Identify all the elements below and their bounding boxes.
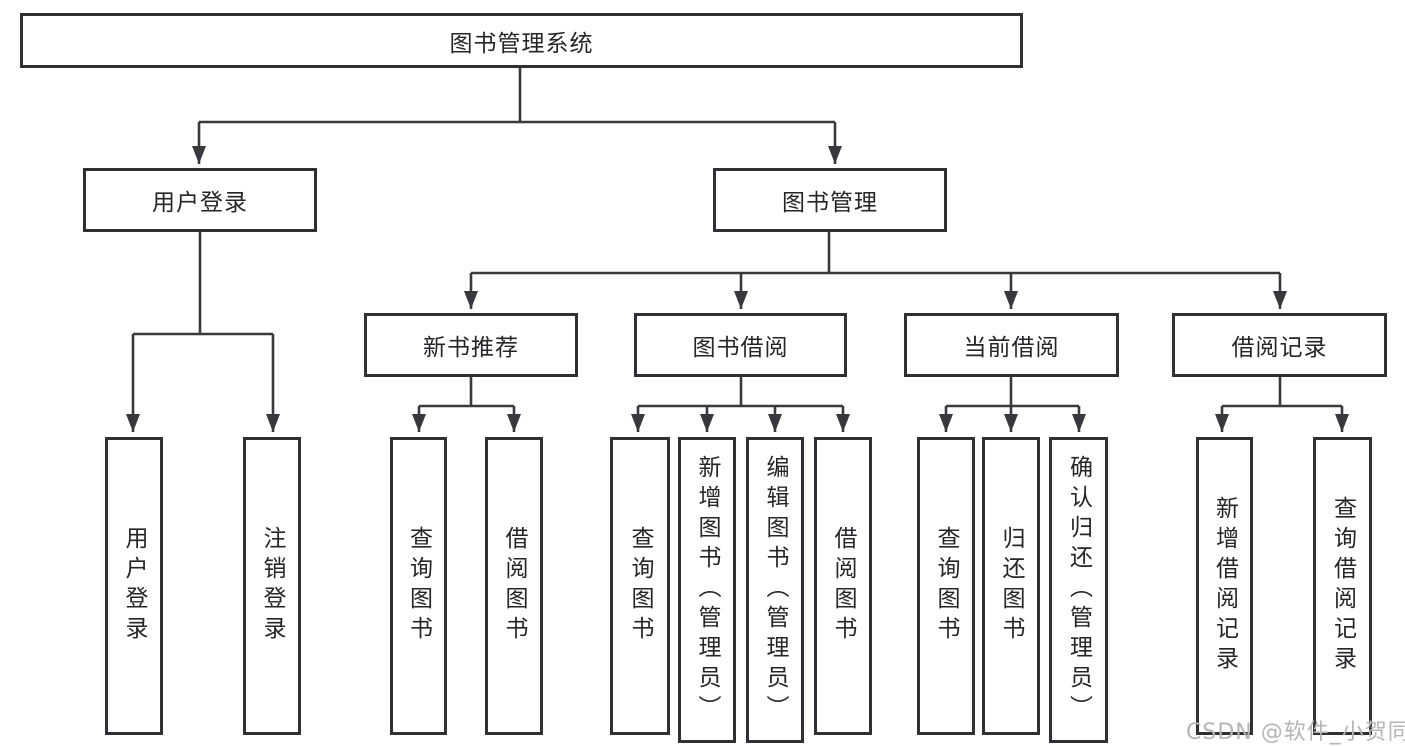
node-book-borrow: 图书借阅 bbox=[634, 313, 847, 377]
node-borrow-records: 借阅记录 bbox=[1172, 313, 1387, 377]
node-user-login: 用户登录 bbox=[83, 168, 317, 232]
leaf-borrow-books-2: 借阅图书 bbox=[814, 437, 872, 735]
leaf-add-books-admin: 新增图书（管理员） bbox=[678, 437, 736, 743]
leaf-label: 注销登录 bbox=[259, 526, 285, 646]
leaf-label: 查询图书 bbox=[627, 526, 653, 646]
tree-edges bbox=[126, 68, 1349, 432]
leaf-confirm-return-admin: 确认归还（管理员） bbox=[1049, 437, 1108, 743]
node-label: 当前借阅 bbox=[963, 335, 1060, 361]
node-label: 借阅记录 bbox=[1231, 335, 1328, 361]
node-new-book-recommend: 新书推荐 bbox=[364, 313, 578, 377]
node-book-management: 图书管理 bbox=[713, 168, 947, 232]
node-root-label: 图书管理系统 bbox=[449, 30, 594, 57]
watermark: CSDN @软件_小贺同学 bbox=[1186, 720, 1405, 745]
leaf-add-borrow-record: 新增借阅记录 bbox=[1196, 437, 1253, 735]
leaf-label: 用户登录 bbox=[121, 526, 147, 646]
leaf-label: 借阅图书 bbox=[501, 526, 527, 646]
leaf-label: 新增图书（管理员） bbox=[694, 455, 720, 725]
leaf-label: 编辑图书（管理员） bbox=[762, 455, 788, 725]
leaf-label: 查询图书 bbox=[933, 526, 959, 646]
leaf-label: 查询借阅记录 bbox=[1329, 496, 1356, 676]
leaf-query-books-1: 查询图书 bbox=[390, 437, 447, 735]
leaf-user-login: 用户登录 bbox=[105, 437, 163, 735]
leaf-query-books-2: 查询图书 bbox=[610, 437, 670, 735]
leaf-edit-books-admin: 编辑图书（管理员） bbox=[746, 437, 804, 743]
node-label: 图书管理 bbox=[782, 190, 878, 216]
leaf-logout: 注销登录 bbox=[243, 437, 301, 735]
leaf-label: 查询图书 bbox=[405, 526, 432, 646]
leaf-label: 新增借阅记录 bbox=[1211, 496, 1238, 676]
leaf-label: 归还图书 bbox=[998, 526, 1024, 646]
node-label: 用户登录 bbox=[152, 190, 248, 216]
node-root-system: 图书管理系统 bbox=[20, 13, 1023, 68]
node-label: 图书借阅 bbox=[692, 335, 789, 361]
leaf-query-borrow-record: 查询借阅记录 bbox=[1313, 437, 1372, 735]
leaf-label: 确认归还（管理员） bbox=[1065, 455, 1092, 725]
leaf-borrow-books-1: 借阅图书 bbox=[485, 437, 543, 735]
leaf-label: 借阅图书 bbox=[830, 526, 856, 646]
leaf-query-books-3: 查询图书 bbox=[917, 437, 975, 735]
node-current-borrow: 当前借阅 bbox=[904, 313, 1119, 377]
node-label: 新书推荐 bbox=[423, 335, 519, 361]
leaf-return-books: 归还图书 bbox=[982, 437, 1040, 735]
